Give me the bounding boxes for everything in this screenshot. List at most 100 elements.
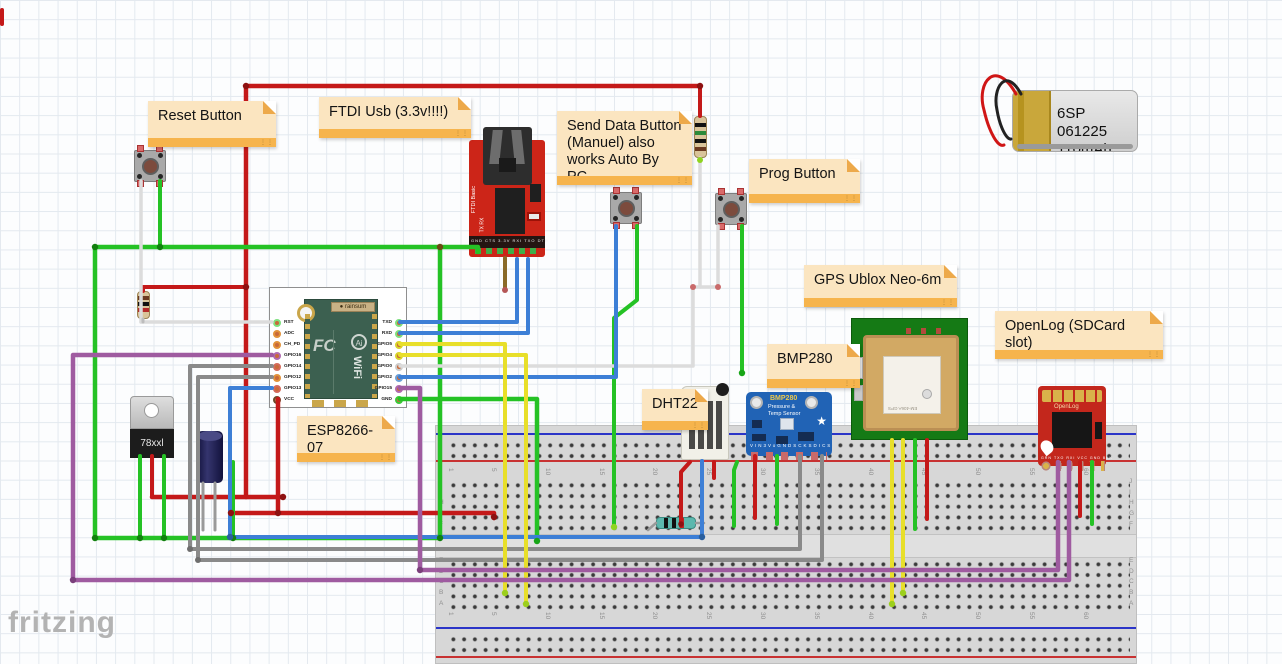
ftdi-usb-tab — [499, 158, 516, 172]
wire-green-top-bus[interactable] — [92, 244, 481, 255]
esp8266-left-castellations — [305, 314, 310, 398]
esp8266-pin-label: ADC — [284, 331, 295, 336]
esp8266-pin-gpio12[interactable] — [273, 374, 281, 382]
bmp280-pin-labels: VIN3VoGNDSCKSDICS — [750, 443, 833, 448]
esp8266-module: ● rainsum FC Ai WiFi — [297, 299, 378, 399]
ftdi-pin-labels: GND CTS 3.3V RXI TXO DTR — [471, 238, 549, 243]
esp8266-pin-label: GND — [381, 397, 392, 402]
esp8266-pin-label: GPIO4 — [377, 353, 392, 358]
bmp280-component4 — [798, 432, 814, 441]
note-reset-button[interactable]: Reset Button ⋮⋮ — [148, 101, 276, 147]
wire-yellow-gpio4[interactable] — [398, 353, 528, 606]
note-prog-button[interactable]: Prog Button ⋮⋮ — [749, 159, 860, 203]
ftdi-led — [527, 212, 541, 221]
bmp280-component2 — [752, 434, 766, 441]
esp8266-pin-label: CH_PD — [284, 342, 301, 347]
ftdi-bottom-pads[interactable] — [475, 248, 541, 254]
wire-red-dht-vcc[interactable] — [679, 460, 692, 528]
battery-red-lead[interactable] — [980, 74, 1018, 147]
ftdi-chip — [495, 188, 525, 234]
breadboard-row-letter: E — [1129, 557, 1134, 564]
esp8266-pin-label: GPIO0 — [377, 364, 392, 369]
bmp280-subtitle1: Pressure & — [768, 404, 796, 410]
note-gps-ublox[interactable]: GPS Ublox Neo-6m ⋮⋮ — [804, 265, 957, 307]
openlog-top-holes[interactable] — [1042, 390, 1102, 402]
esp8266-pin-rst[interactable] — [273, 319, 281, 327]
note-bmp280[interactable]: BMP280 ⋮⋮ — [767, 344, 860, 388]
battery-black-lead[interactable] — [994, 79, 1023, 141]
openlog-chip — [1052, 412, 1092, 448]
wire-red-rst-resistor[interactable] — [141, 285, 248, 293]
breadboard-rows-f-j[interactable] — [446, 478, 1130, 532]
bmp280-board[interactable]: BMP280 Pressure & Temp Sensor ★ VIN3VoGN… — [746, 392, 833, 460]
esp8266-pin-label: TXD — [382, 320, 392, 325]
note-fold — [679, 111, 692, 124]
note-fold — [695, 389, 708, 402]
gps-antenna-pin — [922, 389, 932, 399]
breadboard-row-letter: B — [439, 589, 444, 597]
esp8266-pin-label: GPIO12 — [284, 375, 302, 380]
breadboard-bottom-rail-holes[interactable] — [446, 632, 1130, 654]
regulator-hole — [144, 403, 159, 418]
esp8266-pin-adc[interactable] — [273, 330, 281, 338]
wire-green-esp-gnd[interactable] — [397, 396, 540, 544]
send-data-pushbutton[interactable] — [610, 187, 642, 229]
wire-green-send-button[interactable] — [612, 224, 639, 529]
wire-white-prog-link[interactable] — [691, 224, 720, 289]
esp8266-right-castellations — [372, 314, 377, 398]
reset-pushbutton[interactable] — [134, 145, 166, 187]
send-data-button-cap[interactable] — [617, 199, 635, 217]
gps-antenna: EM-406A GPS — [863, 335, 959, 431]
wire-gray-gpio12-sdi[interactable] — [196, 375, 824, 562]
note-dht22[interactable]: DHT22 ⋮⋮ — [642, 389, 708, 430]
openlog-pins[interactable] — [1041, 461, 1105, 471]
wire-purple-gpio16-rxi[interactable] — [70, 352, 1072, 583]
note-fold — [263, 101, 276, 114]
bmp280-pins[interactable] — [751, 452, 827, 460]
bmp280-title: BMP280 — [770, 395, 798, 402]
note-send-data-button[interactable]: Send Data Button (Manuel) also works Aut… — [557, 111, 692, 185]
breadboard-row-letter: A — [439, 599, 444, 607]
fritzing-watermark: fritzing — [8, 606, 116, 639]
voltage-regulator-78xxl[interactable]: 78xxl — [130, 396, 174, 458]
note-openlog[interactable]: OpenLog (SDCard slot) ⋮⋮ — [995, 311, 1163, 359]
lipo-battery[interactable]: 6SP 061225 110mAh 3.7V — [1012, 90, 1138, 152]
wire-red-mid-bus2[interactable] — [228, 494, 497, 521]
esp8266-pin-gpio13[interactable] — [273, 385, 281, 393]
breadboard-row-letter: H — [1129, 499, 1134, 507]
wire-blue-gpio2-send[interactable] — [398, 224, 618, 379]
esp8266-pin-label: GPIO16 — [284, 353, 302, 358]
esp8266-pin-gpio14[interactable] — [273, 363, 281, 371]
wire-blue-txd-rxi[interactable] — [398, 257, 519, 324]
prog-button-cap[interactable] — [722, 200, 740, 218]
wire-blue-rxd-txo[interactable] — [398, 257, 530, 335]
battery-shadow — [1017, 144, 1133, 149]
esp8266-pin-label: GPIO13 — [284, 386, 302, 391]
openlog-component — [1095, 422, 1102, 439]
ftdi-board[interactable]: FTDI Basic TX RX GND CTS 3.3V RXI TXO DT… — [469, 127, 548, 257]
capacitor[interactable] — [197, 431, 223, 483]
esp8266-pin-ch_pd[interactable] — [273, 341, 281, 349]
note-ftdi-usb[interactable]: FTDI Usb (3.3v!!!!) ⋮⋮ — [319, 97, 471, 138]
breadboard-row-letter: J — [1129, 478, 1133, 485]
wire-gray-gpio14-sck[interactable] — [188, 364, 802, 551]
note-fold — [847, 159, 860, 172]
bmp280-hole-right — [805, 396, 818, 409]
esp8266-pin-label: GPIO15 — [374, 386, 392, 391]
wire-green-dht-gnd[interactable] — [732, 460, 739, 528]
resistor-dht-lead[interactable] — [646, 521, 658, 532]
battery-terminal-end — [1013, 91, 1051, 151]
breadboard-bottom-red-rail-line — [436, 656, 1136, 658]
breadboard-rows-a-e[interactable] — [446, 557, 1130, 611]
wire-yellow-gpio5[interactable] — [398, 342, 507, 595]
reset-button-cap[interactable] — [141, 157, 159, 175]
wire-purple-gpio15-txo[interactable] — [397, 385, 1061, 573]
openlog-board[interactable]: OpenLog GRN TXO RXI VCC GND BLK — [1037, 386, 1112, 471]
regulator-body: 78xxl — [130, 429, 174, 458]
esp8266-fcc-mark: FC — [313, 336, 336, 355]
note-esp8266[interactable]: ESP8266-07 ⋮⋮ — [297, 416, 395, 462]
wire-white-gpio0[interactable] — [398, 285, 695, 368]
